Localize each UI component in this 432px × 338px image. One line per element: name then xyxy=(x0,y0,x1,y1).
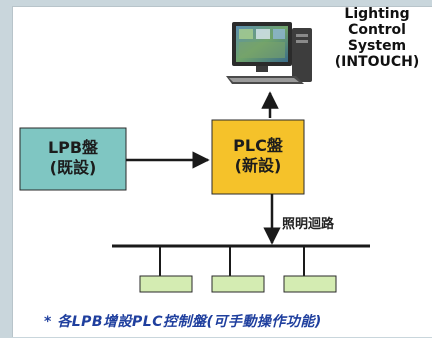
lighting-control-system-label: Lighting Control System (INTOUCH) xyxy=(318,6,432,70)
lighting-terminal-box xyxy=(211,275,265,293)
computer-icon xyxy=(226,22,312,84)
plc-panel-box xyxy=(211,119,305,195)
lpb-panel-label: LPB盤 (既設) xyxy=(20,138,126,178)
plc-panel-label: PLC盤 (新設) xyxy=(212,136,304,176)
footnote: * 各LPB增設PLC控制盤(可手動操作功能) xyxy=(44,314,322,330)
system-label-line3: System xyxy=(347,38,407,54)
system-label-line1: Lighting xyxy=(344,6,410,22)
lighting-terminal-box xyxy=(283,275,337,293)
plc-panel-title: PLC盤 xyxy=(233,136,283,155)
terminal-group xyxy=(139,246,337,293)
system-label-line2: Control xyxy=(348,22,406,38)
lpb-panel-title: LPB盤 xyxy=(47,138,99,157)
lighting-circuit-label: 照明迴路 xyxy=(282,217,335,232)
lpb-panel-status: (既設) xyxy=(49,158,97,177)
lpb-panel-box xyxy=(19,127,127,191)
lighting-terminal-box xyxy=(139,275,193,293)
plc-panel-status: (新設) xyxy=(234,156,282,175)
system-label-line4: (INTOUCH) xyxy=(334,54,420,70)
